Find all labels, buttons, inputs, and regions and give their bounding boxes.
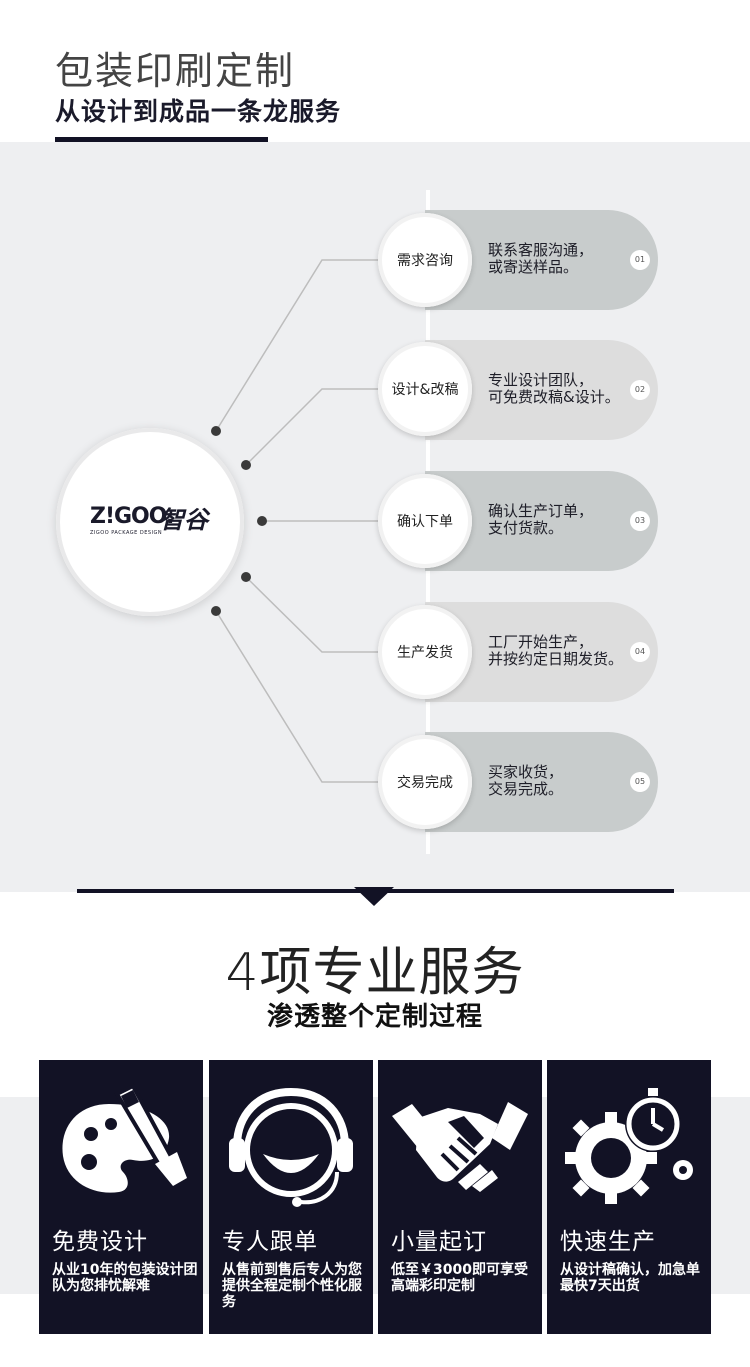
logo-circle <box>56 428 244 616</box>
step-description: 联系客服沟通， 或寄送样品。 <box>488 241 594 276</box>
step-label: 设计&改稿 <box>378 342 472 436</box>
step-description: 买家收货， 交易完成。 <box>488 763 564 798</box>
gear-stopwatch-icon <box>565 1088 693 1204</box>
connector-4 <box>245 576 380 653</box>
brand-logo: Z!GOO. <box>90 504 174 529</box>
card-description: 从售前到售后专人为您提供全程定制个性化服务 <box>222 1262 362 1310</box>
service-card-fast-production: 快速生产 从设计稿确认，加急单最快7天出货 <box>547 1060 711 1334</box>
step-number: 05 <box>630 772 650 792</box>
step-label: 交易完成 <box>378 735 472 829</box>
brand-logo-script: 智谷 <box>160 506 208 534</box>
page-title: 包装印刷定制 <box>55 49 296 93</box>
divider-arrow-icon <box>354 887 394 906</box>
card-description: 从业10年的包装设计团队为您排忧解难 <box>52 1262 198 1294</box>
services-title: 4项专业服务 <box>225 943 525 1003</box>
connector-dot-5 <box>211 606 221 616</box>
step-description: 专业设计团队， 可免费改稿&设计。 <box>488 371 620 406</box>
title-underline <box>55 137 268 142</box>
card-title: 快速生产 <box>560 1229 656 1255</box>
step-label: 需求咨询 <box>378 213 472 307</box>
service-card-free-design: 免费设计 从业10年的包装设计团队为您排忧解难 <box>39 1060 203 1334</box>
connector-dot-2 <box>241 460 251 470</box>
connector-5 <box>215 610 380 783</box>
card-title: 小量起订 <box>391 1229 487 1255</box>
card-title: 免费设计 <box>52 1229 148 1255</box>
service-card-dedicated-service: 专人跟单 从售前到售后专人为您提供全程定制个性化服务 <box>209 1060 373 1334</box>
step-number: 02 <box>630 380 650 400</box>
step-number: 03 <box>630 511 650 531</box>
step-label: 生产发货 <box>378 605 472 699</box>
connector-1 <box>215 259 380 432</box>
handshake-icon <box>392 1102 528 1192</box>
page-subtitle: 从设计到成品一条龙服务 <box>55 97 342 126</box>
step-description: 确认生产订单， 支付货款。 <box>488 502 594 537</box>
card-title: 专人跟单 <box>222 1229 318 1255</box>
connector-dot-3 <box>257 516 267 526</box>
connector-dot-1 <box>211 426 221 436</box>
step-number: 01 <box>630 250 650 270</box>
services-subtitle: 渗透整个定制过程 <box>266 1002 483 1032</box>
connector-dot-4 <box>241 572 251 582</box>
connector-2 <box>245 388 380 466</box>
step-description: 工厂开始生产， 并按约定日期发货。 <box>488 633 624 668</box>
service-card-small-order: 小量起订 低至￥3000即可享受高端彩印定制 <box>378 1060 542 1334</box>
card-description: 低至￥3000即可享受高端彩印定制 <box>391 1262 528 1294</box>
step-number: 04 <box>630 642 650 662</box>
step-label: 确认下单 <box>378 474 472 568</box>
palette-brush-icon <box>62 1083 187 1193</box>
card-description: 从设计稿确认，加急单最快7天出货 <box>560 1262 700 1294</box>
brand-tagline: ZIGOO PACKAGE DESIGN <box>90 530 163 536</box>
headset-icon <box>229 1088 353 1207</box>
